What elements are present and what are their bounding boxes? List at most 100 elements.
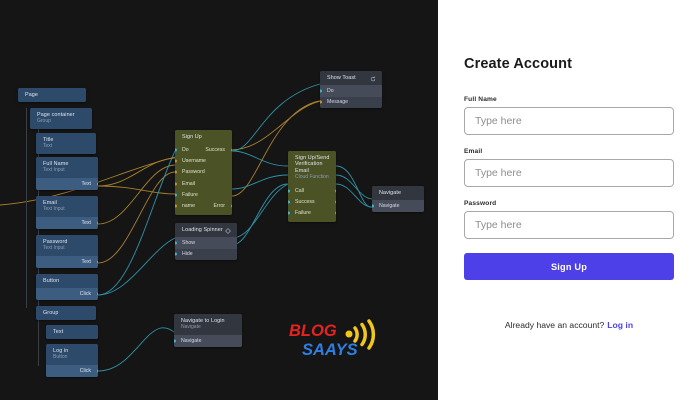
port-label: Navigate [181, 337, 202, 344]
node-navigate-to-login[interactable]: Navigate to Login Navigate Navigate [174, 314, 242, 347]
port-dot-cyan[interactable] [320, 89, 322, 93]
port-dot-amber[interactable] [175, 159, 177, 163]
port-row-success[interactable]: Success [288, 196, 336, 207]
port-row-do[interactable]: Do [320, 85, 382, 97]
port-dot-cyan[interactable] [334, 200, 336, 204]
node-group[interactable]: Group [36, 306, 96, 321]
port-dot-amber[interactable] [96, 221, 98, 225]
port-row-text[interactable]: Text [36, 178, 98, 190]
node-password[interactable]: Password Text Input Text [36, 235, 98, 268]
node-header: Full Name Text Input [36, 157, 98, 179]
port-dot-cyan[interactable] [288, 200, 290, 204]
port-row-text[interactable]: Text [36, 217, 98, 229]
email-input[interactable] [464, 159, 674, 187]
node-cloud-function[interactable]: Sign Up/Send Verification Email Cloud Fu… [288, 151, 336, 222]
log-in-link[interactable]: Log in [607, 320, 634, 330]
port-dot-cyan[interactable] [175, 241, 177, 245]
port-row-message[interactable]: Message [320, 96, 382, 108]
port-dot-cyan[interactable] [96, 292, 98, 296]
port-dot-cyan[interactable] [96, 369, 98, 373]
port-row-failure[interactable]: Failure [175, 189, 232, 200]
node-title: Navigate to Login [181, 318, 225, 324]
port-dot-cyan[interactable] [175, 252, 177, 256]
node-title-text[interactable]: Title Text [36, 133, 96, 155]
node-header: Page [18, 88, 86, 103]
port-dot-cyan[interactable] [334, 211, 336, 215]
field-password: Password [464, 200, 674, 239]
port-label-out: Success [205, 146, 225, 153]
port-dot-cyan[interactable] [288, 211, 290, 215]
node-subtitle: Button [53, 354, 68, 361]
password-input[interactable] [464, 211, 674, 239]
port-dot-amber[interactable] [230, 204, 232, 208]
node-title: Page container [37, 112, 75, 118]
port-row-show[interactable]: Show [175, 237, 237, 249]
port-row-click[interactable]: Click [36, 288, 98, 300]
port-row-hide[interactable]: Hide [175, 248, 237, 260]
node-text[interactable]: Text [46, 325, 98, 340]
port-dot-amber[interactable] [96, 260, 98, 264]
port-label: Message [327, 99, 349, 106]
node-loading-spinner[interactable]: Loading Spinner Show Hide [175, 223, 237, 260]
port-label: Text [81, 258, 91, 265]
port-row-email[interactable]: Email [175, 178, 232, 189]
port-dot-amber[interactable] [320, 100, 322, 104]
node-subtitle: Cloud Function [295, 174, 329, 181]
node-editor-canvas[interactable]: Page Page container Group Title Text Ful… [0, 0, 438, 400]
port-label: Click [79, 367, 91, 374]
node-header: Loading Spinner [175, 223, 237, 238]
port-row-click[interactable]: Click [46, 365, 98, 377]
node-log-in[interactable]: Log in Button Click [46, 344, 98, 377]
node-navigate[interactable]: Navigate Navigate [372, 186, 424, 212]
port-row-name[interactable]: name Error [175, 201, 232, 212]
port-dot-amber[interactable] [175, 204, 177, 208]
port-dot-cyan[interactable] [175, 193, 177, 197]
full-name-input[interactable] [464, 107, 674, 135]
port-dot-cyan[interactable] [334, 189, 336, 193]
port-label: Failure [182, 191, 198, 198]
node-email[interactable]: Email Text Input Text [36, 196, 98, 229]
node-subtitle: Text Input [43, 206, 65, 213]
port-row-password[interactable]: Password [175, 167, 232, 178]
port-dot-cyan[interactable] [288, 189, 290, 193]
port-row-call[interactable]: Call [288, 185, 336, 196]
label-full-name: Full Name [464, 96, 497, 103]
node-title: Sign Up/Send Verification Email [295, 155, 330, 174]
port-dot-cyan[interactable] [230, 148, 232, 152]
port-label-out: Error [213, 203, 225, 210]
port-row-text[interactable]: Text [36, 256, 98, 268]
label-password: Password [464, 200, 497, 207]
port-dot-cyan[interactable] [175, 148, 177, 152]
node-subtitle: Navigate [181, 324, 201, 331]
node-body: Do Success Username Password Email [175, 144, 232, 215]
field-full-name: Full Name [464, 96, 674, 135]
port-label: Username [182, 158, 206, 165]
node-body: Call Success Failure [288, 185, 336, 222]
node-title: Navigate [379, 190, 402, 196]
node-button[interactable]: Button Click [36, 274, 98, 300]
port-dot-amber[interactable] [175, 170, 177, 174]
port-dot-cyan[interactable] [174, 339, 176, 343]
node-show-toast[interactable]: Show Toast Do Message [320, 71, 382, 108]
port-row-navigate[interactable]: Navigate [372, 200, 424, 212]
port-row-do[interactable]: Do Success [175, 144, 232, 155]
node-full-name[interactable]: Full Name Text Input Text [36, 157, 98, 190]
port-row-failure[interactable]: Failure [288, 207, 336, 218]
port-row-navigate[interactable]: Navigate [174, 335, 242, 347]
node-sign-up[interactable]: Sign Up Do Success Username Password [175, 130, 232, 215]
port-label: Password [182, 169, 205, 176]
node-subtitle: Text Input [43, 167, 65, 174]
form-preview-panel: Create Account Full Name Email Password … [438, 0, 700, 400]
field-email: Email [464, 148, 674, 187]
port-dot-amber[interactable] [175, 182, 177, 186]
port-row-username[interactable]: Username [175, 156, 232, 167]
port-label: Success [295, 198, 315, 205]
port-dot-cyan[interactable] [372, 204, 374, 208]
node-title: Sign Up [182, 134, 202, 140]
sign-up-button[interactable]: Sign Up [464, 253, 674, 280]
port-label: Call [295, 187, 304, 194]
node-page-container[interactable]: Page container Group [30, 108, 92, 130]
port-dot-amber[interactable] [96, 182, 98, 186]
diamond-icon [225, 228, 231, 234]
node-page[interactable]: Page [18, 88, 86, 103]
